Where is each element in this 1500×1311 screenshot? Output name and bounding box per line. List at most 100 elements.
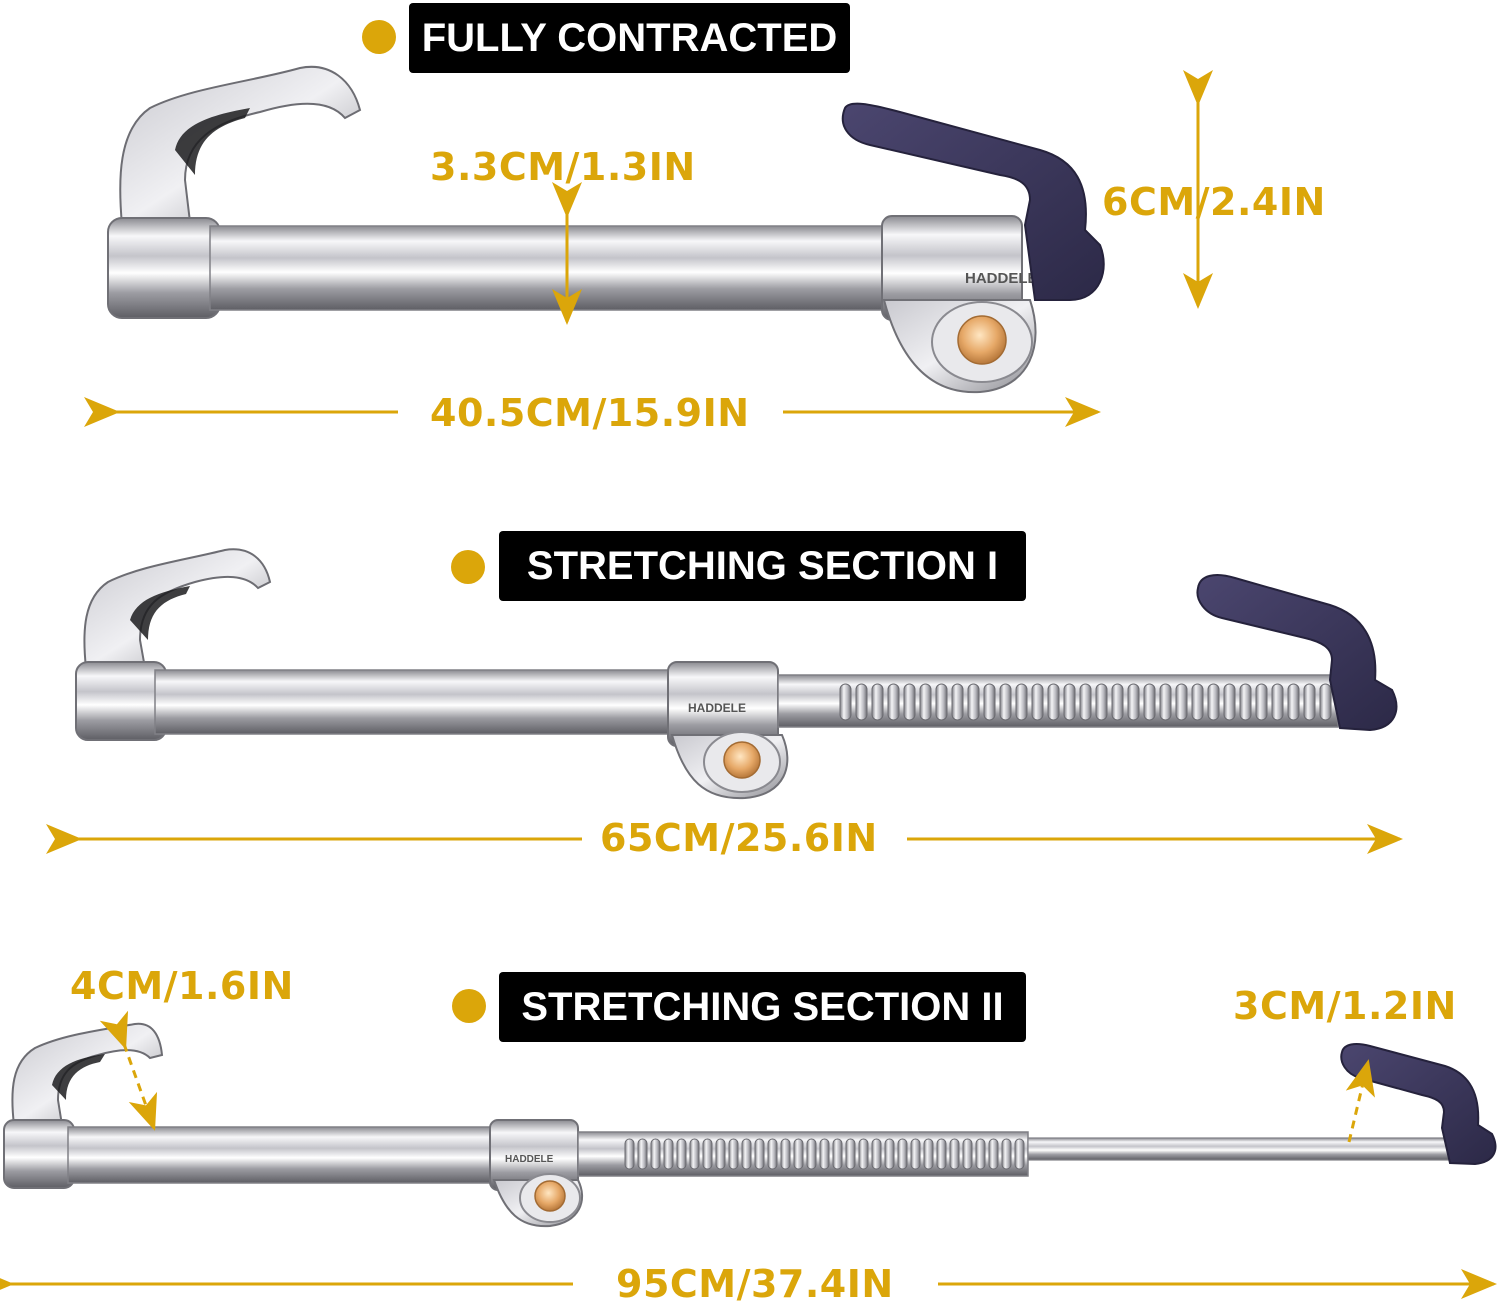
end-cap xyxy=(3,1119,75,1189)
tube-rib xyxy=(637,1138,648,1170)
tube-rib xyxy=(910,1138,921,1170)
tube-rib xyxy=(855,683,868,721)
tube-rib xyxy=(967,683,980,721)
svg-text:HADDELE: HADDELE xyxy=(688,701,746,715)
tube-rib xyxy=(1159,683,1172,721)
left-hook xyxy=(11,1022,164,1126)
main-tube xyxy=(209,225,901,311)
left-hook xyxy=(119,65,362,227)
tube-rib xyxy=(1031,683,1044,721)
tube-rib xyxy=(650,1138,661,1170)
right-handle xyxy=(841,102,1105,301)
tube-rib xyxy=(754,1138,765,1170)
lock-cylinder-icon xyxy=(957,315,1007,365)
dimension-lines-3 xyxy=(0,1010,1497,1299)
bar-diameter-label: 3.3CM/1.3IN xyxy=(430,145,696,189)
tube-rib xyxy=(832,1138,843,1170)
bullet-dot-icon xyxy=(362,20,396,54)
tube-rib xyxy=(1271,683,1284,721)
tube-rib xyxy=(1175,683,1188,721)
lock-stretched-1: HADDELE xyxy=(75,548,1398,800)
tube-rib xyxy=(624,1138,635,1170)
lock-cylinder-icon xyxy=(534,1180,566,1212)
total-length-label: 95CM/37.4IN xyxy=(616,1262,894,1306)
right-hook-gap-label: 3CM/1.2IN xyxy=(1233,984,1457,1028)
tube-rib xyxy=(1207,683,1220,721)
tube-rib xyxy=(715,1138,726,1170)
tube-rib xyxy=(806,1138,817,1170)
lock-contracted: HADDELE xyxy=(107,65,1105,394)
right-handle xyxy=(1196,574,1398,732)
section-title-stretching-section-2: STRETCHING SECTION II xyxy=(499,972,1026,1042)
tube-ribs xyxy=(624,1138,1025,1170)
tube-rib xyxy=(663,1138,674,1170)
handle-height-label: 6CM/2.4IN xyxy=(1102,180,1326,224)
tube-rib xyxy=(1015,683,1028,721)
tube-rib xyxy=(702,1138,713,1170)
tube-rib xyxy=(871,1138,882,1170)
tube-rib xyxy=(1079,683,1092,721)
tube-rib xyxy=(1001,1138,1012,1170)
tube-rib xyxy=(897,1138,908,1170)
bullet-dot-icon xyxy=(452,989,486,1023)
tube-rib xyxy=(983,683,996,721)
section-title-fully-contracted: FULLY CONTRACTED xyxy=(409,3,850,73)
tube-rib xyxy=(1239,683,1252,721)
tube-rib xyxy=(1223,683,1236,721)
tube-rib xyxy=(767,1138,778,1170)
dimension-lines-1 xyxy=(84,70,1213,427)
tube-rib xyxy=(1014,1138,1025,1170)
tube-rib xyxy=(780,1138,791,1170)
tube-rib xyxy=(975,1138,986,1170)
tube-rib xyxy=(903,683,916,721)
tube-rib xyxy=(689,1138,700,1170)
tube-rib xyxy=(949,1138,960,1170)
tube-rib xyxy=(1111,683,1124,721)
tube-rib xyxy=(936,1138,947,1170)
tube-rib xyxy=(962,1138,973,1170)
main-tube xyxy=(154,669,676,735)
tube-rib xyxy=(676,1138,687,1170)
tube-rib xyxy=(793,1138,804,1170)
tube-rib xyxy=(871,683,884,721)
tube-rib xyxy=(919,683,932,721)
tube-rib xyxy=(1047,683,1060,721)
tube-rib xyxy=(923,1138,934,1170)
bullet-dot-icon xyxy=(451,550,485,584)
svg-text:HADDELE: HADDELE xyxy=(965,270,1038,287)
tube-rib xyxy=(1143,683,1156,721)
tube-rib xyxy=(845,1138,856,1170)
tube-rib xyxy=(1303,683,1316,721)
tube-rib xyxy=(999,683,1012,721)
end-cap xyxy=(107,217,221,319)
lock-stretched-2: HADDELE xyxy=(3,1022,1497,1228)
tube-rib xyxy=(741,1138,752,1170)
left-hook xyxy=(83,548,272,669)
left-hook-gap-label: 4CM/1.6IN xyxy=(70,964,294,1008)
tube-rib xyxy=(1255,683,1268,721)
tube-rib xyxy=(1287,683,1300,721)
tube-rib xyxy=(935,683,948,721)
total-length-label: 40.5CM/15.9IN xyxy=(430,391,750,435)
tube-rib xyxy=(1191,683,1204,721)
tube-rib xyxy=(988,1138,999,1170)
tube-rib xyxy=(887,683,900,721)
tube-rib xyxy=(884,1138,895,1170)
tube-rib xyxy=(951,683,964,721)
tube-rib xyxy=(728,1138,739,1170)
tube-ribs xyxy=(839,683,1332,721)
end-cap xyxy=(75,661,167,741)
total-length-label: 65CM/25.6IN xyxy=(600,816,878,860)
section-title-stretching-section-1: STRETCHING SECTION I xyxy=(499,531,1026,601)
thin-rod xyxy=(1027,1137,1457,1161)
tube-rib xyxy=(1063,683,1076,721)
tube-rib xyxy=(1319,683,1332,721)
tube-rib xyxy=(1127,683,1140,721)
tube-rib xyxy=(858,1138,869,1170)
lock-cylinder-icon xyxy=(723,741,761,779)
tube-rib xyxy=(1095,683,1108,721)
main-tube xyxy=(67,1126,499,1184)
svg-text:HADDELE: HADDELE xyxy=(505,1154,554,1165)
